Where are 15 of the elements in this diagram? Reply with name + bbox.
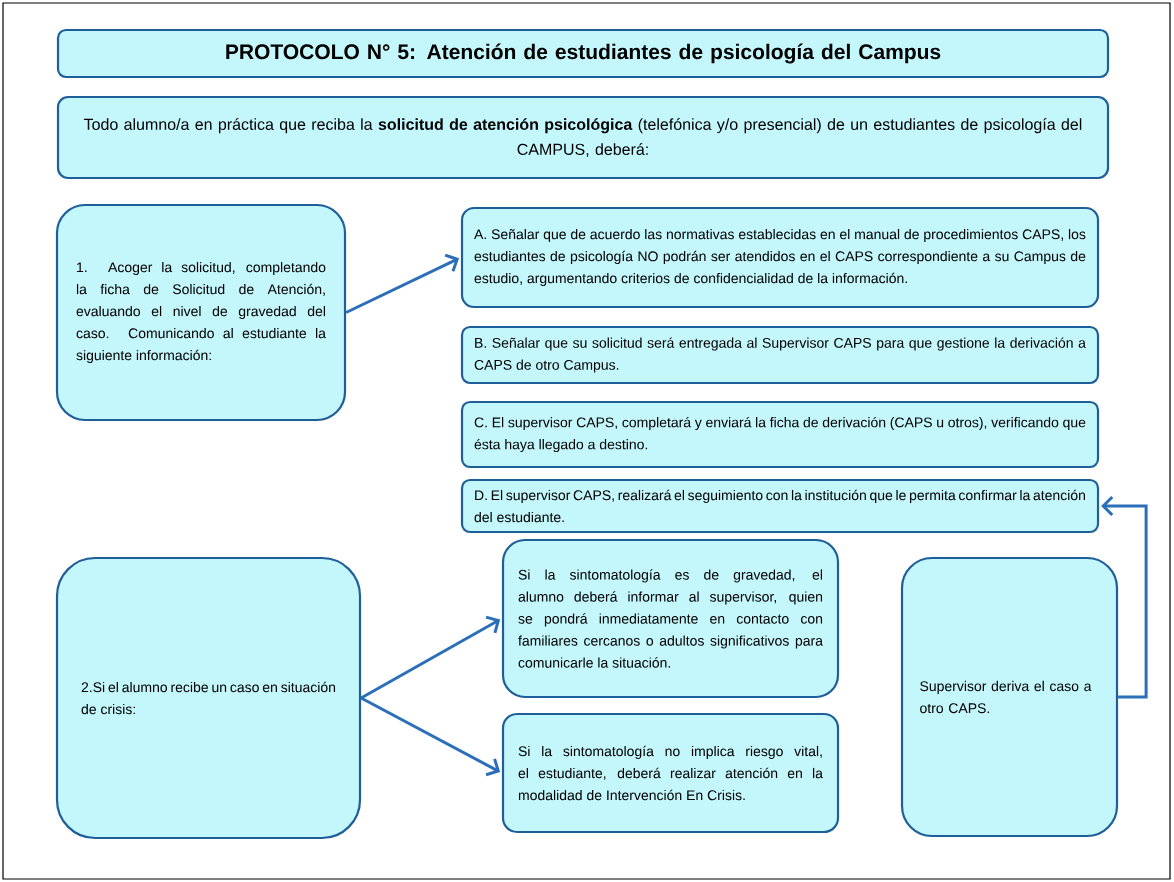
step-box: 2.Si el alumno recibe un caso en situación de crisis: — [55, 556, 362, 840]
info-box: A. Señalar que de acuerdo las normativas establecidas en el manual de procedimientos CAPS, los estudiantes de psicología NO podrán ser atendidos en el CAPS correspondiente a su Campus de estudio, argumentando criterios de confidencialidad de la información. — [460, 206, 1100, 309]
arrow — [360, 696, 501, 777]
action-box: Supervisor deriva el caso a otro CAPS. — [900, 556, 1119, 838]
info-box: C. El supervisor CAPS, completará y enviará la ficha de derivación (CAPS u otros), verificando que ésta haya llegado a destino. — [460, 400, 1100, 469]
intro-box: Todo alumno/a en práctica que reciba la solicitud de atención psicológica (telefónica y/o presencial) de un estudiantes de psicología del CAMPUS, deberá: — [56, 95, 1110, 180]
info-box: Si la sintomatología es de gravedad, el alumno deberá informar al supervisor, quien se pondrá inmediatamente en contacto con familiares cercanos o adultos significativos para comunicarle la situación. — [501, 538, 840, 699]
title-box: PROTOCOLO N° 5: Atención de estudiantes de psicología del Campus — [56, 28, 1110, 79]
info-box: D. El supervisor CAPS, realizará el seguimiento con la institución que le permita confirmar la atención del estudiante. — [460, 478, 1100, 534]
info-box: B. Señalar que su solicitud será entregada al Supervisor CAPS para que gestione la derivación a CAPS de otro Campus. — [460, 325, 1100, 385]
info-box: Si la sintomatología no implica riesgo vital, el estudiante, deberá realizar atención en la modalidad de Intervención En Crisis. — [501, 712, 840, 834]
arrow — [1101, 495, 1148, 699]
step-box: 1. Acoger la solicitud, completando la ficha de Solicitud de Atención, evaluando el nivel de gravedad del caso. Comunicando al estudiante la siguiente información: — [55, 203, 347, 422]
arrow — [345, 253, 460, 314]
arrow — [360, 615, 501, 700]
